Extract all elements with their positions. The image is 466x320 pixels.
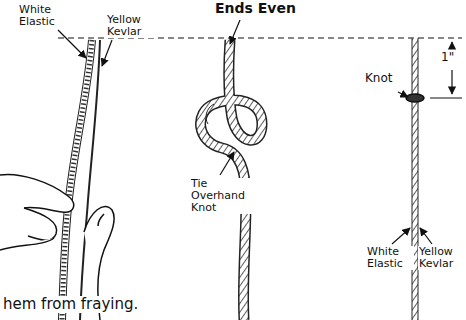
knotted-cord — [406, 38, 424, 320]
callout-label: Ends Even — [214, 1, 306, 16]
instruction-label: Tie Overhand Knot — [190, 178, 252, 214]
part-label: White Elastic — [366, 246, 414, 270]
dimension-label: 1" — [440, 51, 464, 64]
note-text: hem from fraying. — [2, 296, 204, 313]
part-label: Knot — [364, 72, 406, 85]
part-label: Yellow Kevlar — [106, 14, 156, 38]
part-label: White Elastic — [18, 4, 66, 28]
part-label: Yellow Kevlar — [418, 246, 464, 270]
leader-lines — [58, 20, 432, 244]
